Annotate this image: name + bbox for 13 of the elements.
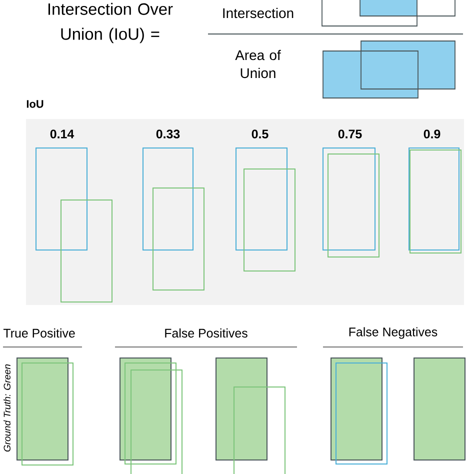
iou-value: 0.14	[50, 130, 74, 138]
formula-label: Intersection Over Union (IoU) =	[48, 2, 173, 44]
section-heading: IoU	[26, 100, 44, 108]
iou-value: 0.5	[252, 130, 268, 138]
column-heading: False Negatives	[349, 327, 438, 339]
iou-value: 0.33	[156, 130, 180, 138]
column-heading: False Positives	[165, 328, 248, 338]
axis-note: Ground Truth: Green	[4, 364, 10, 452]
iou-value: 0.75	[338, 130, 362, 138]
denominator-label: Area of Union	[235, 50, 281, 78]
numerator-label: Intersection	[223, 8, 294, 18]
column-heading: True Positive	[3, 328, 75, 338]
iou-value: 0.9	[424, 130, 440, 138]
